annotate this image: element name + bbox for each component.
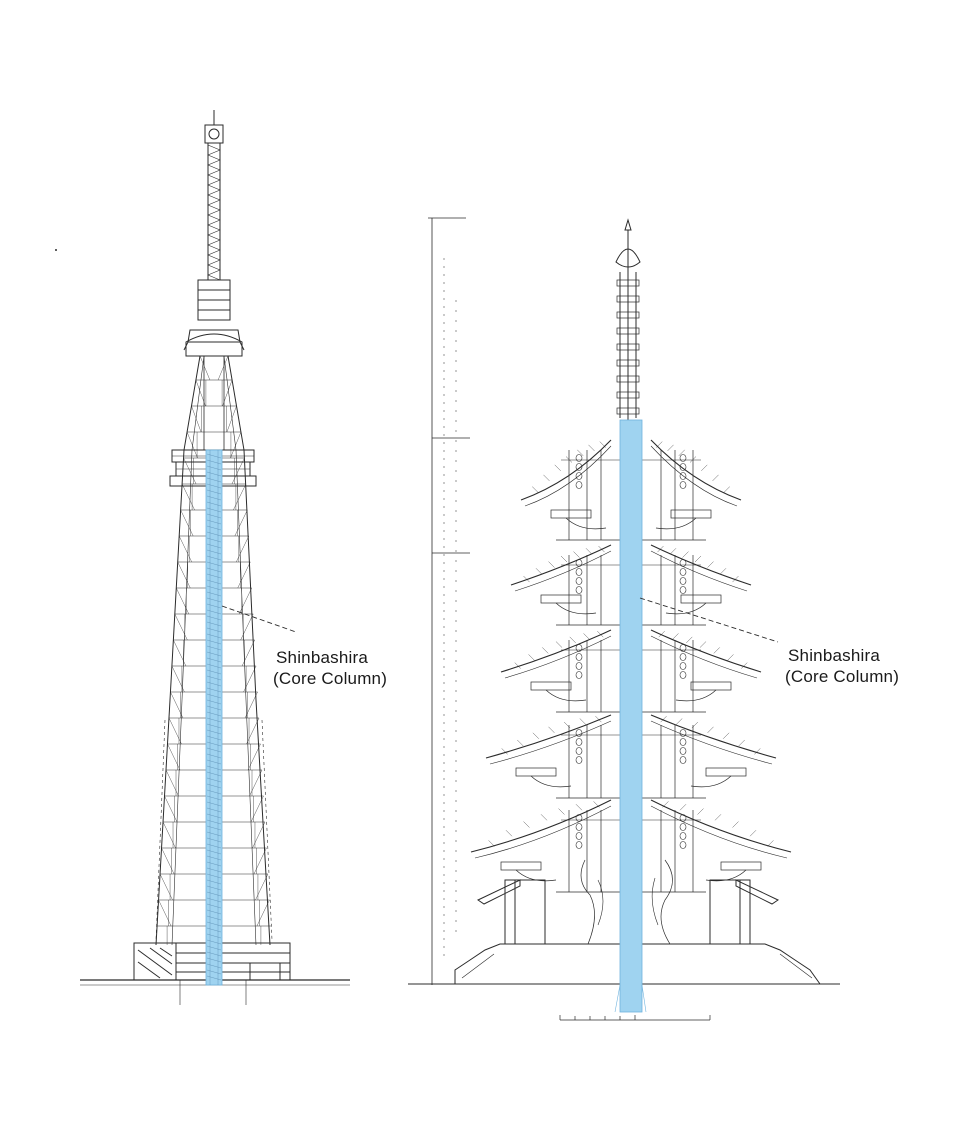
pagoda-ground-floor — [476, 859, 780, 945]
tower-callout-leader — [221, 605, 297, 633]
tower-antenna-mast — [207, 143, 221, 281]
pagoda-roofs — [470, 439, 792, 893]
tower-elevation — [80, 110, 350, 1005]
pagoda-height-dimension — [428, 217, 470, 985]
pagoda-scale-bar — [559, 1015, 711, 1021]
tower-lattice — [155, 355, 271, 946]
pagoda-callout-leader — [639, 597, 779, 643]
pagoda-section — [408, 217, 840, 1021]
tower-core-column-label: Shinbashira (Core Column) — [273, 647, 388, 689]
pagoda-label-line1: Shinbashira — [788, 646, 880, 665]
pagoda-core-column-label: Shinbashira (Core Column) — [785, 645, 900, 687]
tower-core-column — [203, 356, 225, 986]
tower-upper-deck — [183, 279, 245, 357]
pagoda-finial — [615, 218, 641, 420]
pagoda-label-line2: (Core Column) — [785, 667, 900, 686]
tower-antenna-tip — [204, 124, 224, 144]
tower-label-line1: Shinbashira — [276, 648, 368, 667]
pagoda-core-column — [614, 419, 647, 1013]
tower-label-line2: (Core Column) — [273, 669, 388, 688]
stray-dot — [55, 249, 57, 251]
